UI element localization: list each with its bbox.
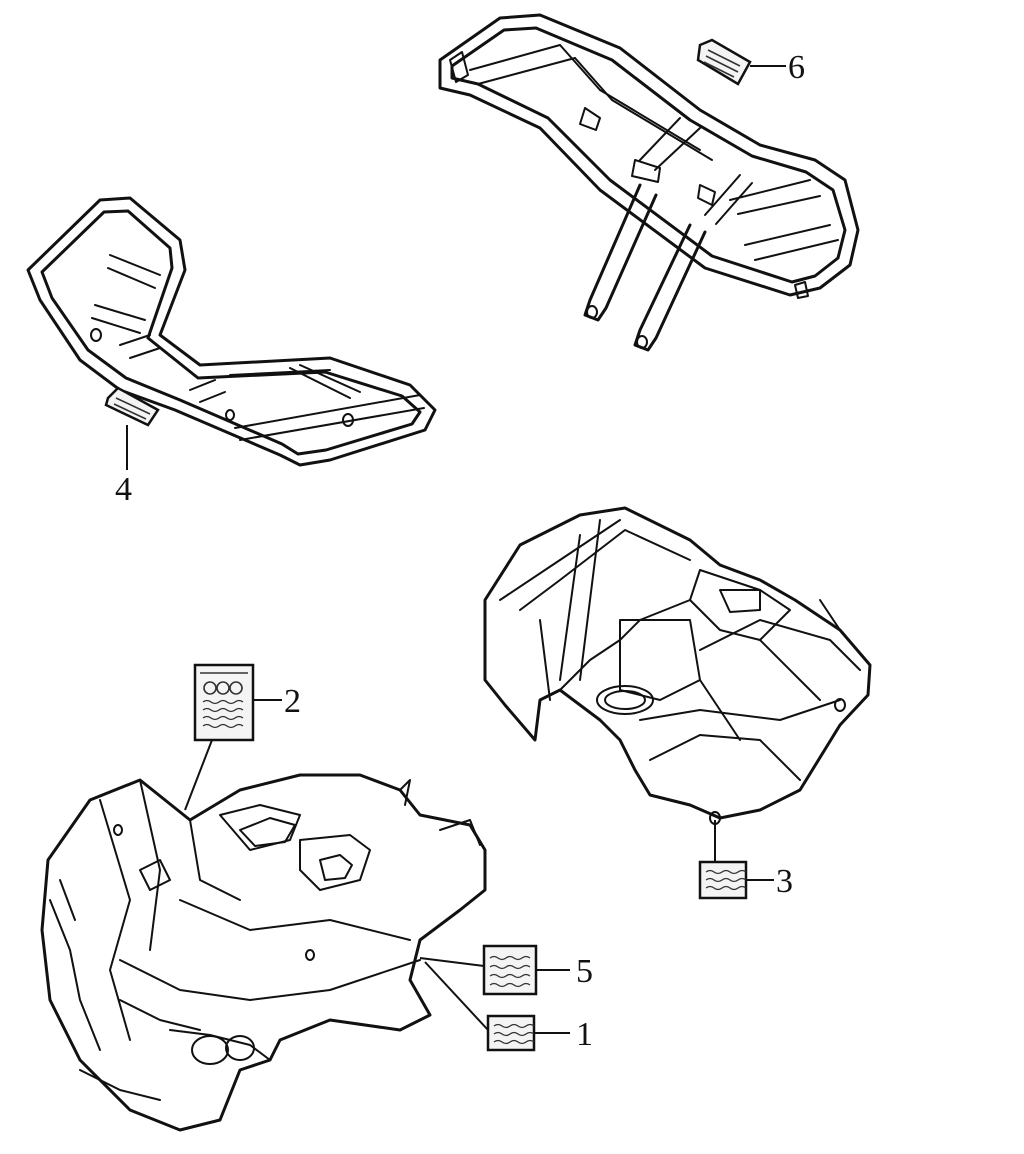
- decal-1: [486, 1014, 536, 1052]
- decal-4: [104, 386, 160, 427]
- decal-5: [482, 944, 538, 996]
- leader-5-down: [419, 957, 485, 967]
- leader-2-down: [184, 739, 213, 811]
- rear-rack: [438, 13, 860, 352]
- callout-1: 1: [576, 1016, 593, 1053]
- decal-3: [698, 860, 748, 900]
- callout-6: 6: [788, 49, 805, 86]
- front-fender: [40, 773, 487, 1132]
- front-rack: [26, 196, 437, 467]
- decal-2: [193, 663, 255, 742]
- rear-fender: [483, 506, 872, 825]
- callout-2: 2: [284, 683, 301, 720]
- callout-4: 4: [115, 471, 132, 508]
- callout-5: 5: [576, 953, 593, 990]
- decal-6: [696, 38, 752, 86]
- callout-3: 3: [776, 863, 793, 900]
- leader-1-down: [424, 961, 489, 1031]
